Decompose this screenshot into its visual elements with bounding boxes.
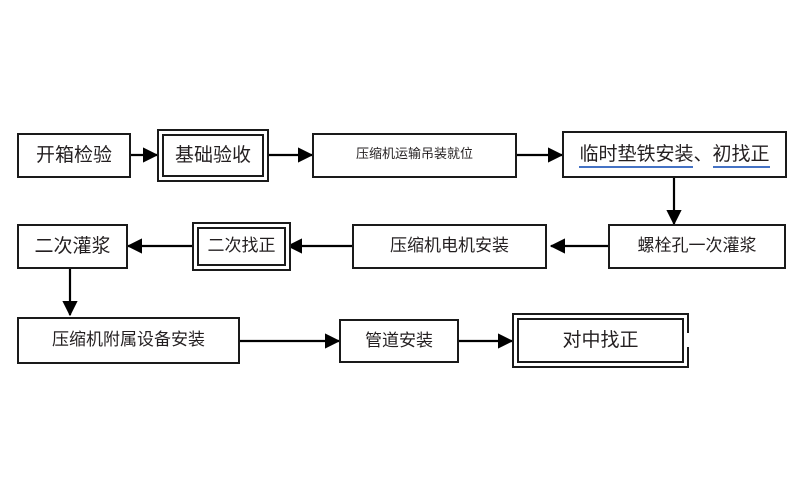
node-label-composite: 临时垫铁安装、初找正 — [579, 143, 770, 169]
box-edge-notch — [685, 333, 689, 347]
node-yasuoji-yunshu-diaozhuang-jiuwei[interactable]: 压缩机运输吊装就位 — [312, 133, 517, 178]
node-inner-frame: 二次找正 — [197, 227, 286, 266]
node-duizhong-zhaozheng[interactable]: 对中找正 — [512, 313, 689, 368]
node-yasuoji-dianji-anzhuang[interactable]: 压缩机电机安装 — [352, 224, 547, 269]
node-label: 压缩机电机安装 — [390, 236, 509, 257]
node-yasuoji-fushu-shebei-anzhuang[interactable]: 压缩机附属设备安装 — [17, 317, 240, 364]
node-label-separator: 、 — [693, 143, 713, 166]
node-label: 对中找正 — [562, 329, 639, 352]
node-erci-guanjiang[interactable]: 二次灌浆 — [17, 224, 128, 269]
node-erci-zhaozheng[interactable]: 二次找正 — [192, 222, 291, 271]
node-inner-frame: 对中找正 — [517, 318, 684, 363]
node-label-part-1: 临时垫铁安装 — [579, 143, 694, 169]
node-label: 二次灌浆 — [34, 235, 111, 258]
node-linshi-diantie-anzhuang-chuzhaozheng[interactable]: 临时垫铁安装、初找正 — [562, 131, 787, 178]
node-jichu-yanshou[interactable]: 基础验收 — [157, 129, 269, 182]
node-label: 开箱检验 — [35, 144, 112, 167]
node-label: 压缩机附属设备安装 — [52, 330, 205, 351]
node-label: 管道安装 — [365, 330, 433, 351]
node-label: 基础验收 — [174, 144, 251, 167]
node-label-part-2: 初找正 — [712, 143, 770, 169]
node-label: 二次找正 — [207, 236, 276, 257]
node-label: 压缩机运输吊装就位 — [355, 147, 473, 163]
node-luoshuankong-yici-guanjiang[interactable]: 螺栓孔一次灌浆 — [608, 224, 786, 269]
node-kaixiang-jianyan[interactable]: 开箱检验 — [17, 133, 131, 178]
node-guandao-anzhuang[interactable]: 管道安装 — [339, 319, 459, 363]
node-inner-frame: 基础验收 — [162, 134, 264, 177]
node-label: 螺栓孔一次灌浆 — [637, 236, 757, 257]
